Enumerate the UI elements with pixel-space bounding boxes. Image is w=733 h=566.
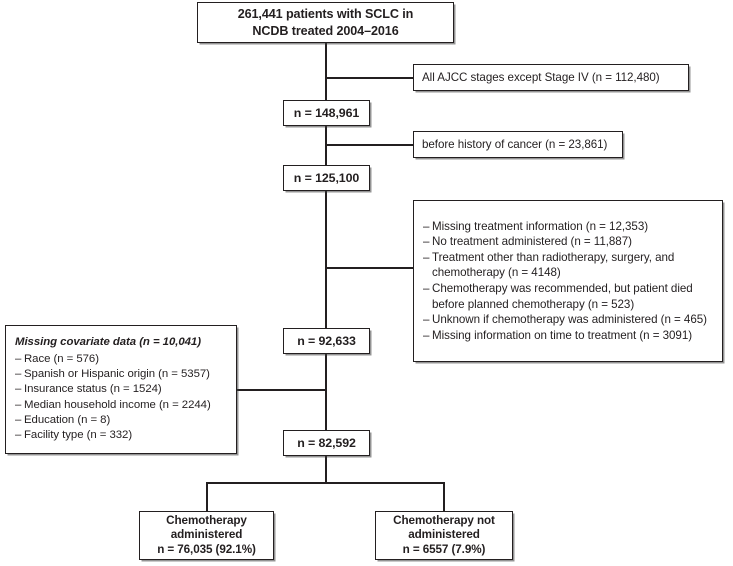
covariate-item-text: Facility type (n = 332) [24,429,133,442]
dash-glyph: – [423,328,430,342]
covariate-item: – Spanish or Hispanic origin (n = 5357) [15,367,229,382]
chemo-yes-line2: administered [170,528,243,542]
node-chemo-not-administered: Chemotherapy not administered n = 6557 (… [375,511,513,560]
covariate-item: – Race (n = 576) [15,352,229,367]
connector-drop-left [206,482,208,511]
covariate-item-text: Race (n = 576) [24,352,99,365]
dash-glyph: – [15,413,22,426]
connector-trunk-5 [325,456,327,484]
covariate-box: Missing covariate data (n = 10,041) – Ra… [5,325,237,454]
exclusion-item-text: Missing treatment information (n = 12,35… [432,219,649,233]
dash-glyph: – [15,368,22,381]
dash-glyph: – [423,235,430,249]
covariate-heading: Missing covariate data (n = 10,041) [15,336,201,349]
connector-branch-stage [325,77,414,79]
n-82592-label: n = 82,592 [297,435,356,450]
node-n-125100: n = 125,100 [283,165,370,191]
exclusion-item: – Unknown if chemotherapy was administer… [423,312,714,328]
cohort-total-line1: 261,441 patients with SCLC in [237,6,414,21]
exclusion-treatment-box: – Missing treatment information (n = 12,… [413,200,723,362]
connector-branch-history [325,144,414,146]
exclusion-stage-text: All AJCC stages except Stage IV (n = 112… [422,70,660,84]
connector-trunk-3 [325,191,327,329]
exclusion-item: – Missing treatment information (n = 12,… [423,219,714,235]
n-148961-label: n = 148,961 [293,105,360,120]
exclusion-item: – No treatment administered (n = 11,887) [423,234,714,250]
connector-branch-treatment [325,267,414,269]
chemo-yes-line1: Chemotherapy [166,513,247,527]
connector-branch-covariate [236,389,326,391]
covariate-item-text: Education (n = 8) [24,413,111,426]
covariate-item-text: Spanish or Hispanic origin (n = 5357) [24,368,210,381]
covariate-item-text: Median household income (n = 2244) [24,398,211,411]
dash-glyph: – [423,282,430,295]
cohort-total-line2: NCDB treated 2004–2016 [252,23,399,38]
connector-trunk-2 [325,126,327,166]
n-125100-label: n = 125,100 [293,170,360,185]
node-chemo-administered: Chemotherapy administered n = 76,035 (92… [139,511,274,560]
exclusion-item: – Missing information on time to treatme… [423,328,714,344]
exclusion-item: – Chemotherapy was recommended, but pati… [423,281,714,312]
covariate-item: – Median household income (n = 2244) [15,398,229,413]
connector-split-bar [206,482,445,484]
exclusion-stage-box: All AJCC stages except Stage IV (n = 112… [413,64,689,91]
connector-trunk-4 [325,354,327,431]
chemo-no-line1: Chemotherapy not [393,513,495,527]
covariate-item-text: Insurance status (n = 1524) [24,383,162,396]
chemo-no-line3: n = 6557 (7.9%) [402,542,486,556]
dash-glyph: – [423,313,430,327]
exclusion-item: – Treatment other than radiotherapy, sur… [423,250,714,281]
connector-trunk-1 [325,42,327,101]
dash-glyph: – [15,429,22,442]
chemo-yes-line3: n = 76,035 (92.1%) [157,542,256,556]
exclusion-item-text: Chemotherapy was recommended, but patien… [432,282,693,311]
exclusion-item-text: Treatment other than radiotherapy, surge… [432,250,675,280]
dash-glyph: – [15,352,22,365]
exclusion-history-box: before history of cancer (n = 23,861) [413,131,623,158]
dash-glyph: – [15,383,22,396]
connector-drop-right [443,482,445,511]
node-cohort-total: 261,441 patients with SCLC in NCDB treat… [197,2,454,43]
node-n-92633: n = 92,633 [283,328,370,354]
dash-glyph: – [423,219,430,233]
n-92633-label: n = 92,633 [297,333,356,348]
covariate-item: – Facility type (n = 332) [15,428,229,443]
exclusion-item-text: Missing information on time to treatment… [432,328,693,342]
exclusion-item-text: No treatment administered (n = 11,887) [432,235,632,249]
node-n-148961: n = 148,961 [283,100,370,126]
dash-glyph: – [423,250,430,264]
dash-glyph: – [15,398,22,411]
exclusion-item-text: Unknown if chemotherapy was administered… [432,313,707,327]
covariate-item: – Insurance status (n = 1524) [15,382,229,397]
chemo-no-line2: administered [408,528,480,542]
exclusion-history-text: before history of cancer (n = 23,861) [422,137,608,151]
covariate-item: – Education (n = 8) [15,413,229,428]
node-n-82592: n = 82,592 [283,430,370,456]
